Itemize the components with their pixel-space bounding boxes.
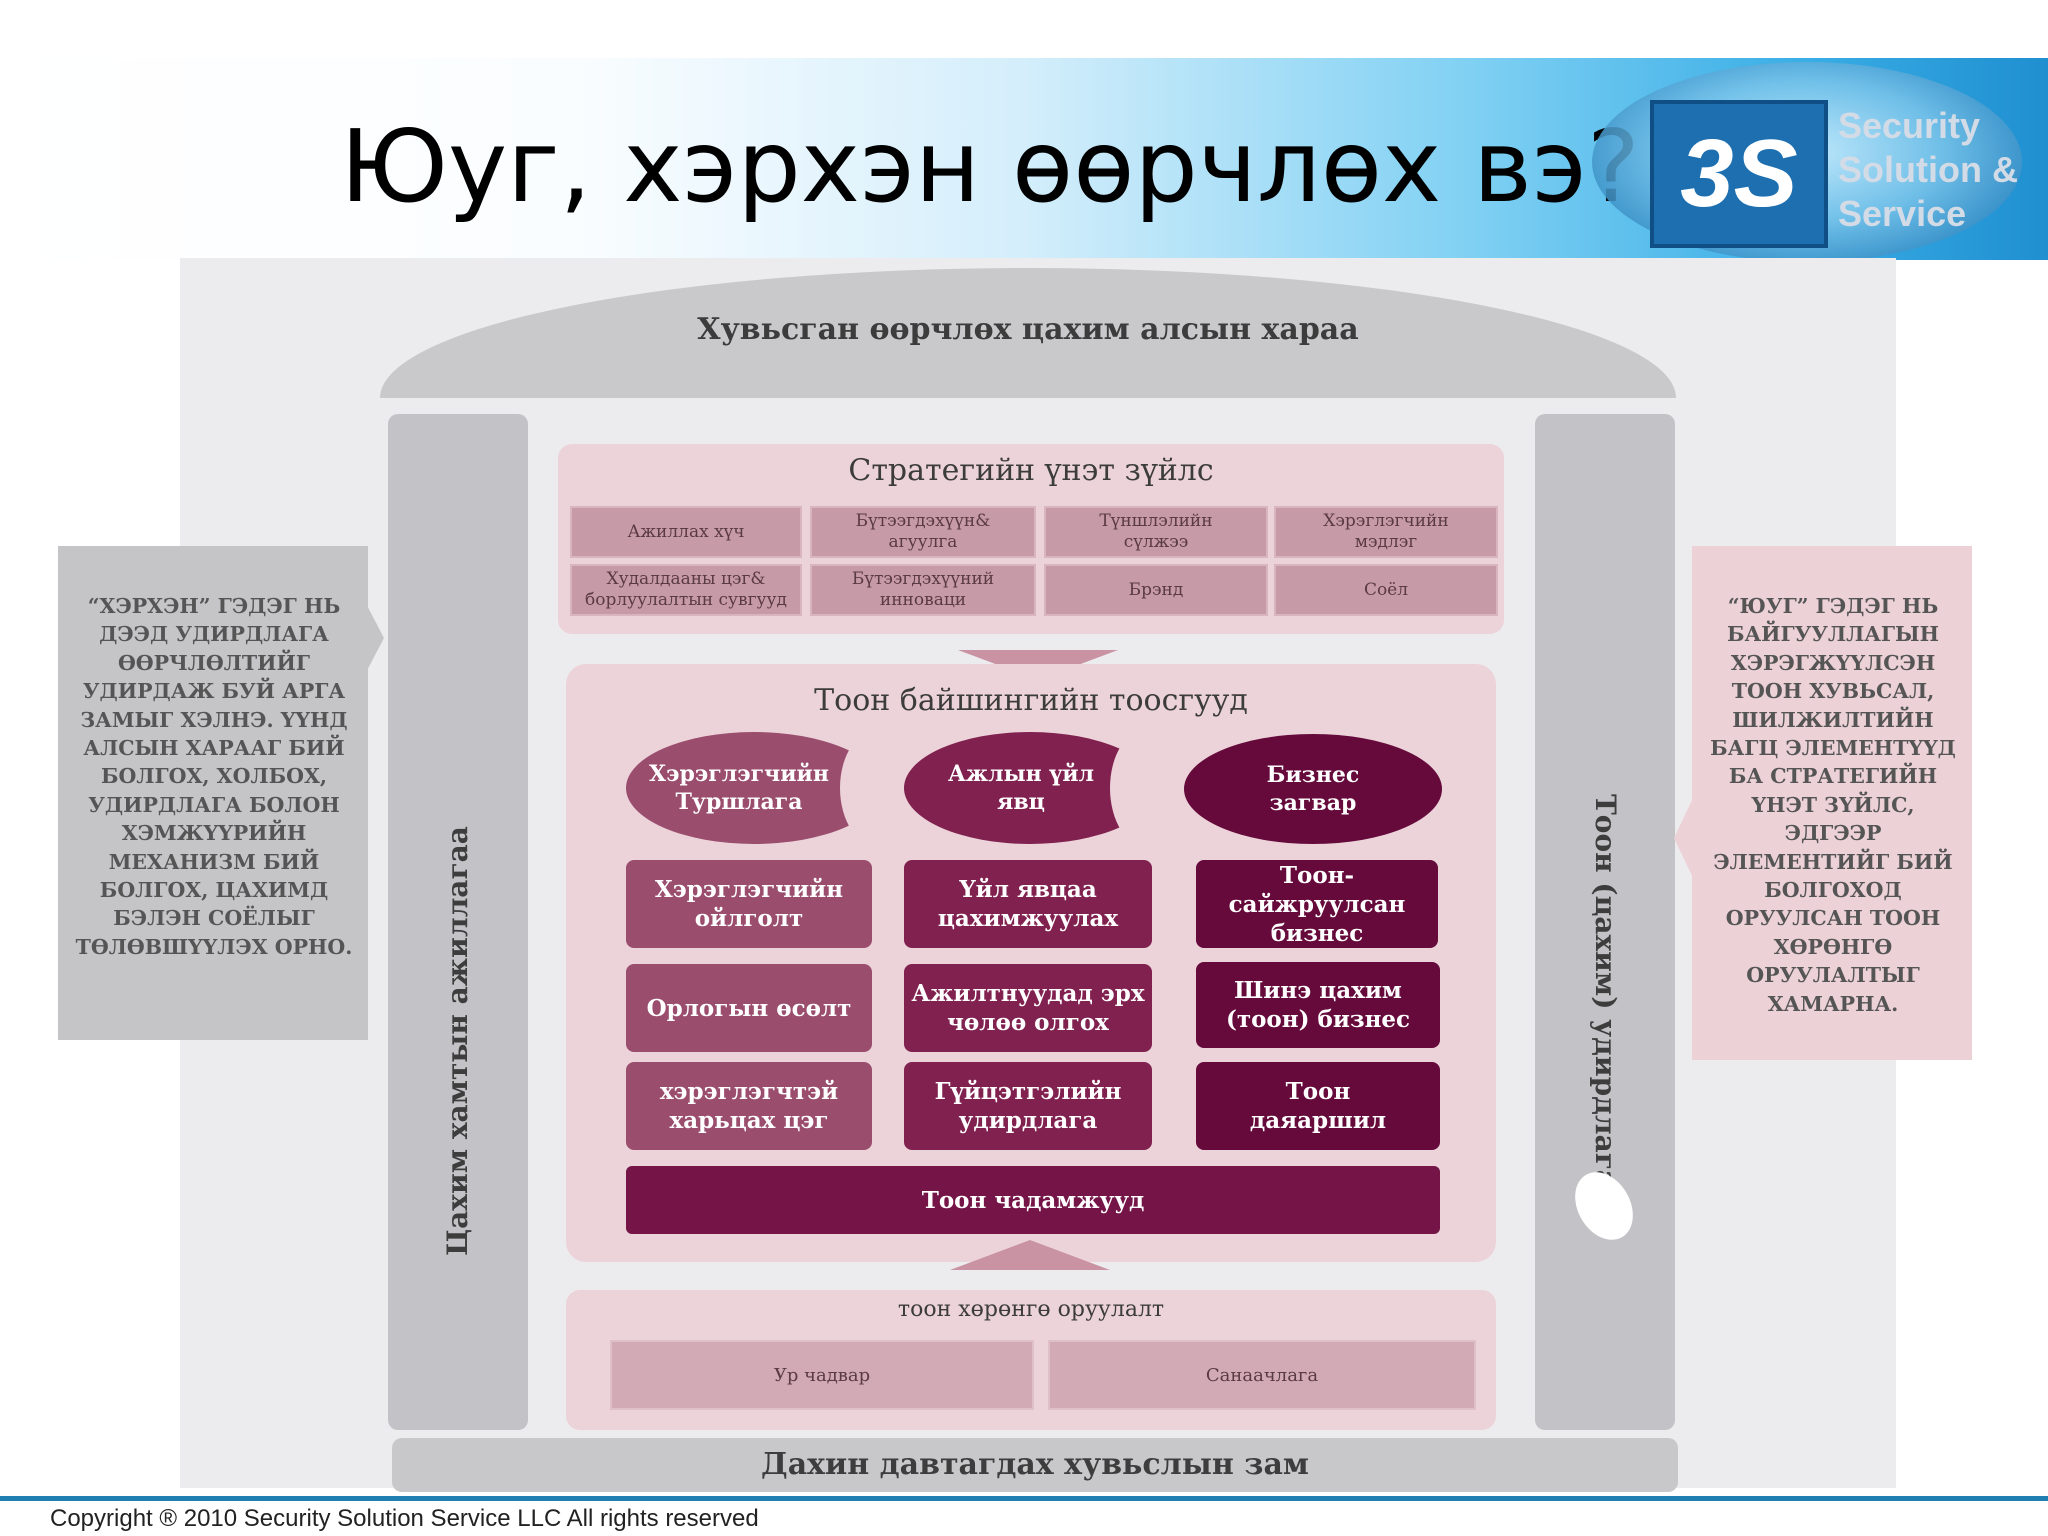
footer-divider [0,1496,2048,1501]
copyright-text: Copyright ® 2010 Security Solution Servi… [50,1505,759,1532]
investment-title: тоон хөрөнгө оруулалт [897,1297,1165,1322]
right-note-box [1692,546,1972,1060]
left-pillar-label: Цахим хамтын ажиллагаа [441,826,474,1256]
investment-cell-initiatives: Санаачлага [1048,1340,1476,1410]
right-pillar-label: Тоон (цахим) удирдлага [1589,793,1622,1189]
building-block: Шинэ цахим (тоон) бизнес [1196,962,1440,1048]
business-model-ellipse: Бизнес загвар [1184,734,1442,844]
building-block: Ажилтнуудад эрх чөлөө олгох [904,964,1152,1052]
bottom-bar [392,1438,1678,1492]
strategy-cell: Худалдааны цэг& борлуулалтын сувгууд [570,564,802,616]
right-note-text: “ЮУГ” ГЭДЭГ НЬ БАЙГУУЛЛАГЫН ХЭРЭГЖҮҮЛСЭН… [1710,594,1956,1016]
logo-word-service: Service [1838,193,1967,234]
investment-cell-skills: Ур чадвар [610,1340,1034,1410]
bottom-bar-label: Дахин давтагдах хувьслын зам [761,1447,1309,1482]
strategy-cell: Соёл [1274,564,1498,616]
slide-title: Юуг, хэрхэн өөрчлөх вэ? [340,108,1640,225]
strategy-cell: Түншлэлийн сүлжээ [1044,506,1268,558]
strategy-title: Стратегийн үнэт зүйлс [848,453,1214,488]
ellipse-notch [1110,728,1186,848]
strategy-cell: Брэнд [1044,564,1268,616]
logo-word-solution: Solution & [1838,149,2018,190]
right-pillar [1535,414,1675,1430]
operational-process-label: Ажлын үйл явц [947,761,1095,815]
strategy-cell: Ажиллах хүч [570,506,802,558]
strategy-cell: Хэрэглэгчийн мэдлэг [1274,506,1498,558]
left-pillar [388,414,528,1430]
left-note-box [58,546,368,1040]
left-note-text: “ХЭРХЭН” ГЭДЭГ НЬ ДЭЭД УДИРДЛАГА ӨӨРЧЛӨЛ… [75,594,353,959]
building-block: Хэрэглэгчийн ойлголт [626,860,872,948]
building-block: Тоон-сайжруулсан бизнес [1196,860,1438,948]
capabilities-bar: Тоон чадамжууд [626,1166,1440,1234]
vision-label: Хувьсган өөрчлөх цахим алсын хараа [697,312,1359,347]
logo-mark: 3S [1680,120,1798,227]
building-blocks-title: Тоон байшингийн тоосгууд [814,683,1248,718]
customer-experience-label: Хэрэглэгчийн Туршлага [649,761,829,815]
customer-experience-ellipse [626,732,882,844]
strategy-cell: Бүтээгдэхүүн& агуулга [810,506,1036,558]
logo-word-security: Security [1838,105,1981,146]
building-block: хэрэглэгчтэй харьцах цэг [626,1062,872,1150]
strategy-cell: Бүтээгдэхүүний инноваци [810,564,1036,616]
logo-badge [1650,100,1828,248]
building-block: Үйл явцаа цахимжуулах [904,860,1152,948]
building-block: Гүйцэтгэлийн удирдлага [904,1062,1152,1150]
building-block: Тоон даяаршил [1196,1062,1440,1150]
building-block: Орлогын өсөлт [626,964,872,1052]
